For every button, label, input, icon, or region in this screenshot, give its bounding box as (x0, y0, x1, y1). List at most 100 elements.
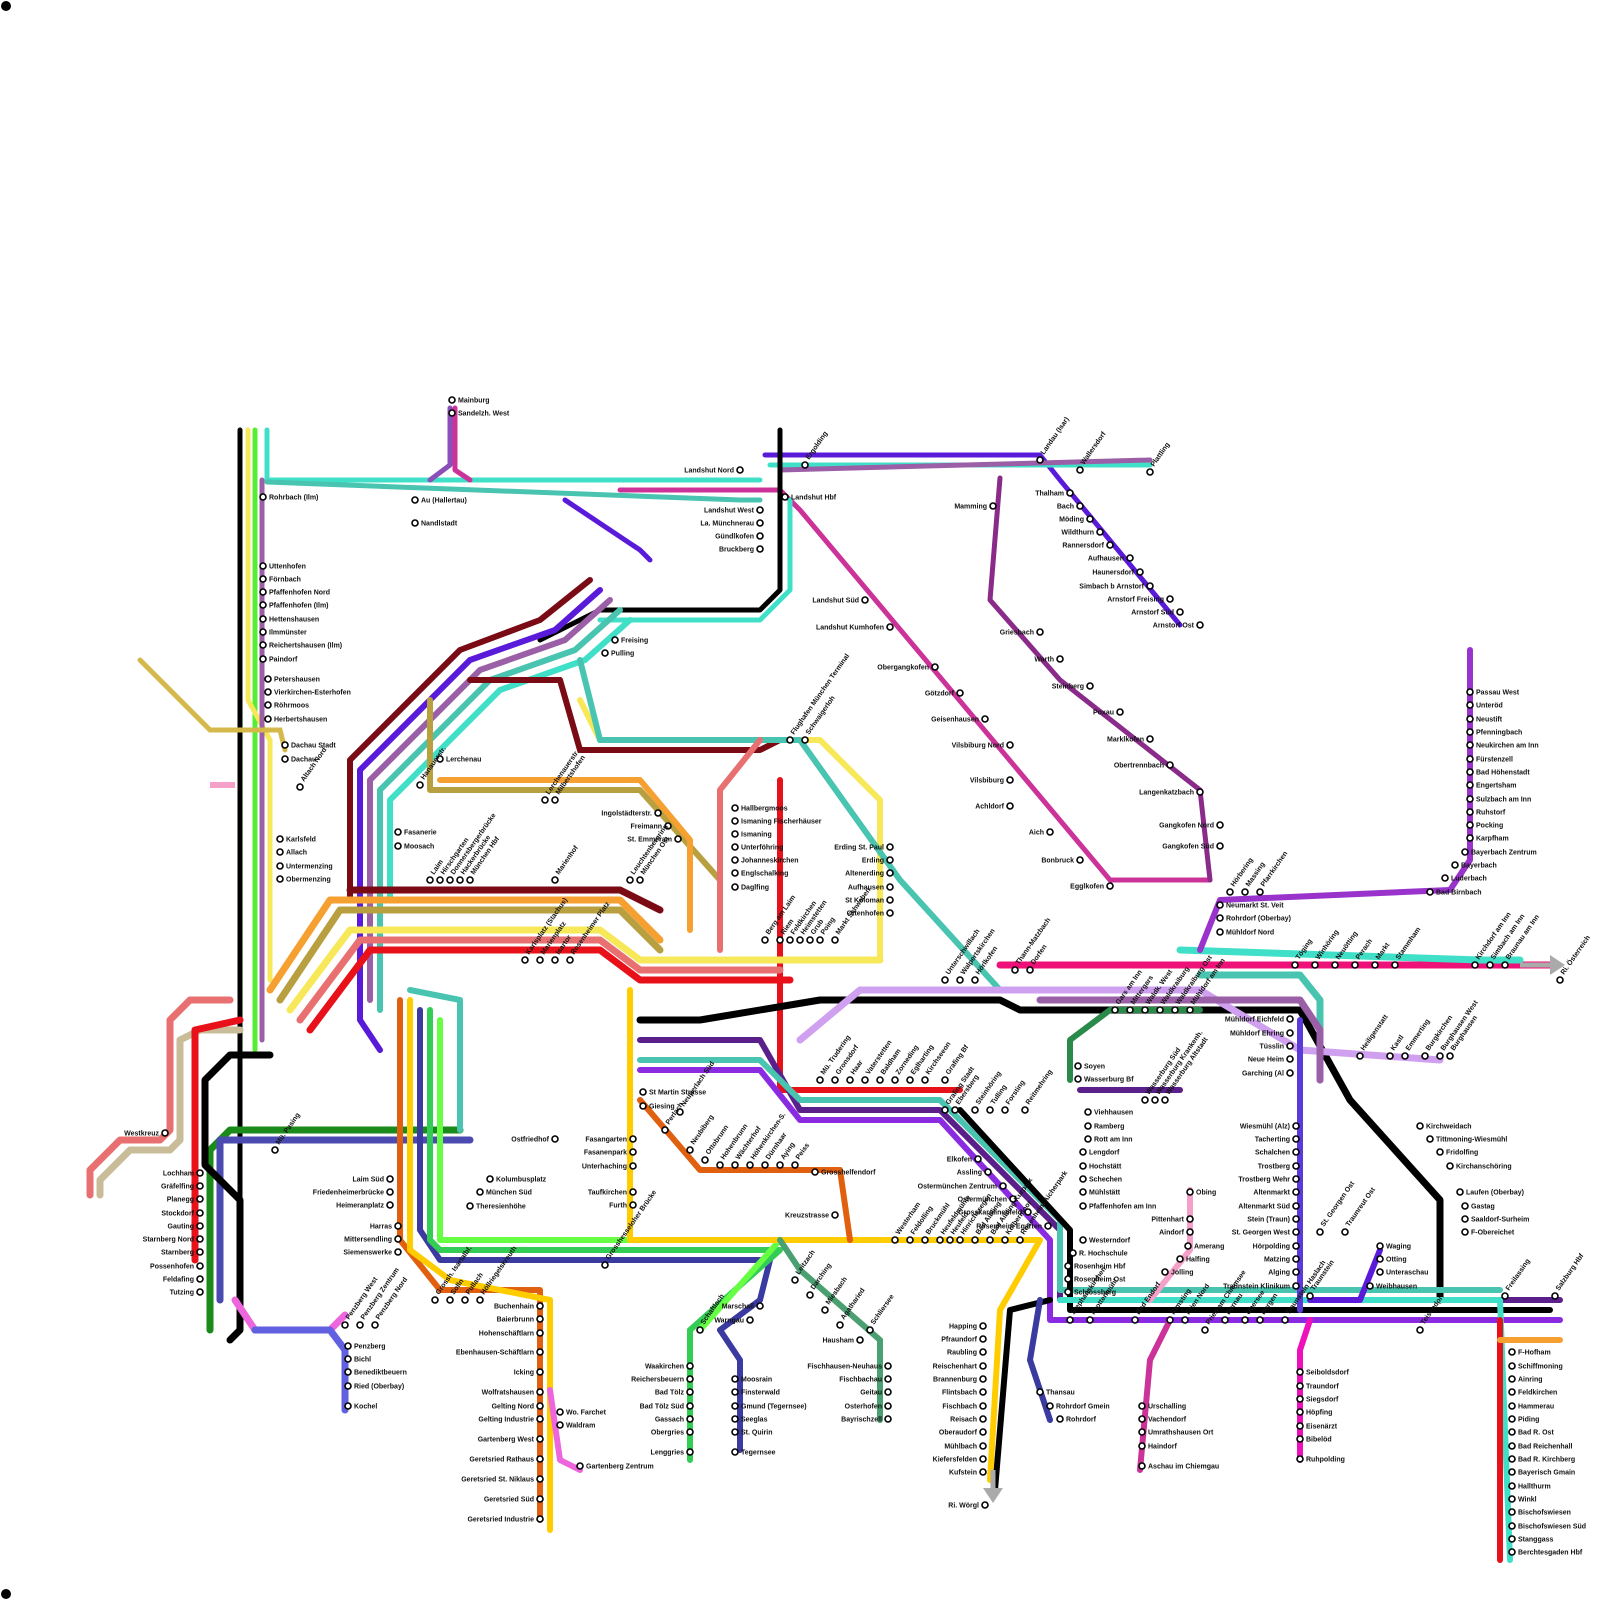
station-bayerisch-gmain[interactable]: Bayerisch Gmain (1509, 1469, 1575, 1477)
station-thalham[interactable]: Thalham (1035, 490, 1073, 498)
station-tacherting[interactable]: Tacherting (1255, 1136, 1299, 1144)
station-rosenheim-hbf[interactable]: Rosenheim Hbf (1065, 1263, 1126, 1271)
station-marker[interactable] (1147, 583, 1153, 589)
station-marker[interactable] (297, 784, 303, 790)
station-marker[interactable] (1557, 977, 1563, 983)
station-moeding[interactable]: Möding (1059, 516, 1093, 524)
station-marker[interactable] (1293, 1136, 1299, 1142)
station-marker[interactable] (1282, 1317, 1288, 1323)
station-marker[interactable] (1307, 1293, 1313, 1299)
station-baierbrunn[interactable]: Baierbrunn (497, 1316, 543, 1324)
station-buchenhain[interactable]: Buchenhain (494, 1303, 543, 1311)
station-marker[interactable] (1242, 889, 1248, 895)
station-marker[interactable] (557, 1422, 563, 1428)
station-marker[interactable] (832, 1077, 838, 1083)
station-rohrbach[interactable]: Rohrbach (Ilm) (260, 494, 318, 502)
station-au[interactable]: Au (Hallertau) (412, 497, 467, 505)
station-marker[interactable] (1297, 1383, 1303, 1389)
station-marker[interactable] (1447, 1053, 1453, 1059)
station-arnstorf-ost[interactable]: Arnstorf Ost (1153, 622, 1203, 630)
station-marker[interactable] (1293, 1256, 1299, 1262)
station-marker[interactable] (197, 1276, 203, 1282)
station-marker[interactable] (972, 1237, 978, 1243)
station-marker[interactable] (980, 1349, 986, 1355)
station-marker[interactable] (1037, 457, 1043, 463)
station-marker[interactable] (1509, 1496, 1515, 1502)
station-marker[interactable] (577, 1463, 583, 1469)
station-marker[interactable] (1372, 962, 1378, 968)
station-marker[interactable] (1077, 503, 1083, 509)
station-marker[interactable] (1085, 1109, 1091, 1115)
station-schechen[interactable]: Schechen (1080, 1176, 1122, 1184)
station-emmerting[interactable]: Emmerting (1402, 1018, 1432, 1059)
station-rohrdorf[interactable]: Rohrdorf (1057, 1416, 1097, 1424)
station-marker[interactable] (947, 1237, 953, 1243)
station-marker[interactable] (345, 1403, 351, 1409)
station-marker[interactable] (892, 1077, 898, 1083)
station-ebenhausen[interactable]: Ebenhausen-Schäftlarn (456, 1349, 543, 1357)
station-karlsfeld[interactable]: Karlsfeld (277, 836, 316, 844)
station-eisenaerzt[interactable]: Eisenärzt (1297, 1423, 1338, 1431)
station-marker[interactable] (757, 520, 763, 526)
station-marker[interactable] (1037, 1389, 1043, 1395)
station-marker[interactable] (1075, 1076, 1081, 1082)
station-marker[interactable] (675, 836, 681, 842)
station-ergolding[interactable]: Ergolding (802, 430, 829, 468)
station-muehldorf-eichfeld[interactable]: Mühldorf Eichfeld (1225, 1016, 1293, 1024)
station-marker[interactable] (1085, 1136, 1091, 1142)
station-marker[interactable] (1187, 1229, 1193, 1235)
station-marker[interactable] (1487, 962, 1493, 968)
station-marker[interactable] (1509, 1456, 1515, 1462)
station-marker[interactable] (537, 1476, 543, 1482)
station-marker[interactable] (817, 1077, 823, 1083)
station-penzberg[interactable]: Penzberg (345, 1343, 386, 1351)
station-reisach[interactable]: Reisach (950, 1416, 986, 1424)
station-marker[interactable] (982, 1502, 988, 1508)
station-marker[interactable] (975, 1156, 981, 1162)
station-trostberg[interactable]: Trostberg (1258, 1163, 1299, 1171)
station-aich[interactable]: Aich (1029, 829, 1053, 837)
station-marker[interactable] (1075, 1063, 1081, 1069)
station-kirchweidach[interactable]: Kirchweidach (1417, 1123, 1472, 1131)
station-marker[interactable] (387, 1202, 393, 1208)
station-marker[interactable] (277, 863, 283, 869)
station-marker[interactable] (387, 1176, 393, 1182)
station-allach[interactable]: Allach (277, 849, 307, 857)
station-marker[interactable] (1139, 1403, 1145, 1409)
station-landshut-west[interactable]: Landshut West (704, 507, 763, 515)
station-marker[interactable] (1352, 962, 1358, 968)
station-marker[interactable] (395, 1236, 401, 1242)
station-marschall[interactable]: Marschall (722, 1303, 763, 1311)
station-marker[interactable] (1007, 803, 1013, 809)
station-marker[interactable] (1139, 1463, 1145, 1469)
station-marker[interactable] (1217, 822, 1223, 828)
station-marker[interactable] (907, 1077, 913, 1083)
station-ismaning[interactable]: Ismaning (732, 831, 772, 839)
station-marker[interactable] (1087, 683, 1093, 689)
station-marker[interactable] (387, 1189, 393, 1195)
station-marker[interactable] (1467, 742, 1473, 748)
station-marker[interactable] (552, 797, 558, 803)
station-marker[interactable] (922, 1237, 928, 1243)
station-reichersbeuern[interactable]: Reichersbeuern (631, 1376, 693, 1384)
station-marker[interactable] (1162, 1097, 1168, 1103)
station-geretsried-rathaus[interactable]: Geretsried Rathaus (469, 1456, 543, 1464)
station-marker[interactable] (807, 937, 813, 943)
station-hallthurm[interactable]: Hallthurm (1509, 1483, 1551, 1491)
station-marker[interactable] (1467, 822, 1473, 828)
station-marker[interactable] (260, 616, 266, 622)
station-marker[interactable] (757, 533, 763, 539)
station-marker[interactable] (1182, 1317, 1188, 1323)
station-marker[interactable] (567, 957, 573, 963)
station-marker[interactable] (1552, 1293, 1558, 1299)
station-marker[interactable] (787, 737, 793, 743)
station-sandelzh[interactable]: Sandelzh. West (449, 410, 510, 418)
station-marker[interactable] (887, 624, 893, 630)
station-kirchanschoering[interactable]: Kirchanschöring (1447, 1163, 1512, 1171)
station-wo-farchet[interactable]: Wo. Farchet (557, 1409, 607, 1417)
station-marker[interactable] (1509, 1443, 1515, 1449)
station-marker[interactable] (687, 1363, 693, 1369)
station-matzing[interactable]: Matzing (1264, 1256, 1299, 1264)
station-warngau[interactable]: Warngau (714, 1317, 753, 1325)
station-marker[interactable] (687, 1389, 693, 1395)
